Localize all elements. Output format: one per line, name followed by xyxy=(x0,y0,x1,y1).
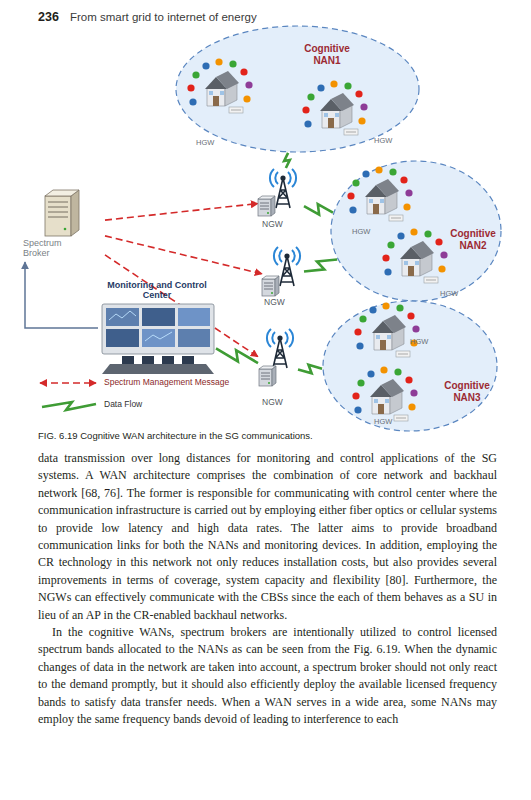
server-led xyxy=(64,228,67,231)
gateway-box: NGW xyxy=(258,328,298,412)
running-head: From smart grid to internet of energy xyxy=(70,11,370,24)
node-label: NGW xyxy=(262,398,296,408)
data-flow-bolt xyxy=(304,259,337,271)
server-icon xyxy=(259,366,276,386)
node-label: Cognitive NAN3 xyxy=(438,380,496,403)
broker-box: Spectrum Broker xyxy=(15,188,105,262)
control-room xyxy=(102,304,214,374)
body-paragraph: data transmission over long distances fo… xyxy=(38,450,497,624)
management-arrow xyxy=(105,203,258,220)
antenna-tower xyxy=(270,169,296,208)
figure-caption: FIG. 6.19 Cognitive WAN architecture in … xyxy=(38,431,497,442)
legend-text: Spectrum Management Message xyxy=(104,378,304,388)
home-group xyxy=(187,58,252,113)
network-ellipse: Cognitive NAN3 xyxy=(322,300,498,432)
video-wall xyxy=(102,304,214,354)
wall-screen xyxy=(178,329,210,347)
node-label: Cognitive NAN2 xyxy=(444,228,502,251)
data-flow-bolt xyxy=(304,204,333,215)
desk-monitor xyxy=(142,356,154,364)
desk-monitor xyxy=(122,356,134,364)
node-label: Monitoring and Control Center xyxy=(94,280,220,301)
management-arrow xyxy=(105,255,258,357)
server-icon xyxy=(262,276,279,296)
wall-screen xyxy=(142,329,175,347)
gateway-label: HGW xyxy=(374,137,404,146)
gateway-label: HGW xyxy=(196,139,226,148)
ellipse-outline xyxy=(331,161,501,301)
data-flow-bolt xyxy=(216,348,258,363)
antenna-tower xyxy=(274,247,300,286)
wall-screen xyxy=(106,308,139,326)
control-desk xyxy=(102,364,214,374)
server-side xyxy=(71,190,79,236)
node-label: NGW xyxy=(264,298,298,308)
management-arrow xyxy=(105,236,262,274)
gateway-box: NGW xyxy=(258,168,304,234)
server-slots xyxy=(48,202,68,217)
control-center-box: Monitoring and Control Center xyxy=(98,280,216,376)
server-icon xyxy=(258,196,275,216)
gateway-label: HGW xyxy=(352,228,382,237)
gateway-label: HGW xyxy=(410,338,440,347)
legend-bolt xyxy=(42,402,96,410)
legend-line xyxy=(40,382,96,384)
desk-monitor xyxy=(162,356,174,364)
server-top xyxy=(45,190,79,196)
legend-sample xyxy=(42,402,96,410)
ellipse-outline xyxy=(322,300,498,432)
antenna-tower xyxy=(267,329,293,368)
wall-screen xyxy=(106,329,139,347)
home-group xyxy=(302,80,367,135)
wall-screen xyxy=(142,308,175,326)
legend-text: Data Flow xyxy=(104,400,304,410)
node-label: NGW xyxy=(262,220,296,230)
home-group xyxy=(382,228,447,283)
home-group xyxy=(354,302,419,357)
node-label: Cognitive NAN1 xyxy=(297,43,357,66)
control-link xyxy=(25,262,98,328)
page-number: 236 xyxy=(38,10,68,24)
broker-server xyxy=(45,190,79,236)
ellipse-outline xyxy=(175,25,420,153)
network-ellipse: Cognitive NAN1 xyxy=(175,25,420,153)
data-flow-bolt xyxy=(284,153,290,168)
legend-sample xyxy=(40,383,96,384)
body-paragraph: In the cognitive WANs, spectrum brokers … xyxy=(38,624,497,728)
server-front xyxy=(45,196,71,236)
wall-screen xyxy=(178,308,210,326)
ellipse-outline xyxy=(323,301,497,431)
gateway-label: HGW xyxy=(374,418,404,427)
gateway-box: NGW xyxy=(262,246,304,312)
chart-line xyxy=(145,332,172,341)
desk-monitor xyxy=(182,356,194,364)
data-flow-bolt xyxy=(298,365,322,374)
node-label: Spectrum Broker xyxy=(23,238,75,259)
gateway-label: HGW xyxy=(440,290,470,299)
home-group xyxy=(352,366,417,421)
home-group xyxy=(347,166,412,221)
ellipse-outline xyxy=(176,26,419,152)
chart-line xyxy=(109,311,136,320)
